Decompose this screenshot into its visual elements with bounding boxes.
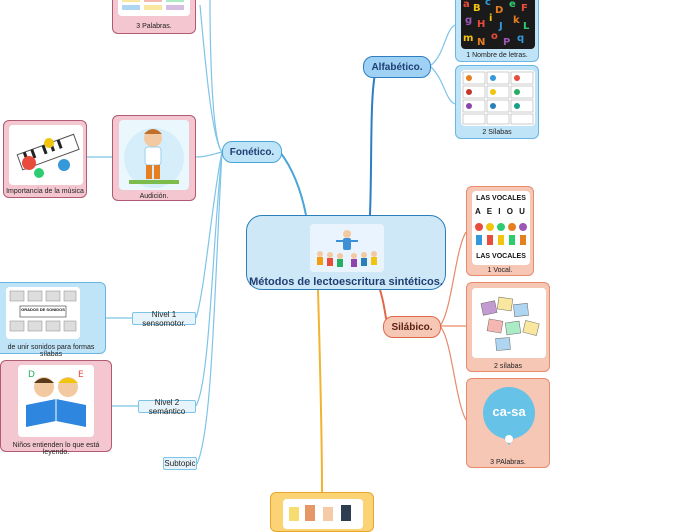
card-tres-palabras-caption: 3 Palabras.: [136, 23, 172, 30]
card-tres-palabras[interactable]: 3 Palabras.: [112, 0, 196, 34]
central-topic[interactable]: Métodos de lectoescritura sintéticos.: [246, 215, 446, 290]
link-fonetico-nivel2: [195, 151, 223, 407]
link-alfa-silabas: [429, 65, 456, 105]
card-tres-palabras-image: [118, 0, 190, 16]
svg-text:B: B: [473, 3, 481, 14]
topic-fonetico-label: Fonético.: [229, 146, 275, 158]
card-palabras-sil-caption: 3 PAlabras.: [490, 459, 526, 466]
subtopic-nivel1[interactable]: Nivel 1 sensomotor.: [132, 309, 196, 328]
svg-text:J: J: [498, 21, 503, 32]
svg-text:c: c: [485, 0, 491, 8]
svg-text:i: i: [489, 13, 492, 24]
svg-text:m: m: [463, 33, 473, 44]
subtopic-generic[interactable]: Subtopic: [163, 457, 197, 470]
link-alfa-letras: [429, 24, 456, 67]
card-silabas-alfa[interactable]: 2 Sílabas: [455, 65, 539, 139]
card-silabas-sil[interactable]: 2 sílabas: [466, 282, 550, 372]
las-vocales-bottom-label: LAS VOCALES: [476, 253, 526, 260]
card-silabas-sil-caption: 2 sílabas: [493, 363, 523, 370]
card-palabras-sil[interactable]: ca-sa 3 PAlabras.: [466, 378, 550, 468]
card-ninos-entienden[interactable]: D E Niños entienden lo que está leyendo.: [0, 360, 112, 456]
card-audicion-caption: Audición.: [139, 193, 169, 200]
link-sil-palabras: [439, 325, 467, 421]
svg-text:E: E: [78, 370, 84, 380]
svg-text:a: a: [463, 0, 470, 10]
card-silabas-alfa-caption: 2 Sílabas: [482, 129, 512, 136]
svg-text:N: N: [477, 37, 485, 48]
svg-text:g: g: [465, 15, 472, 26]
card-importancia-musica[interactable]: Importancia de la música: [3, 120, 87, 198]
central-title: Métodos de lectoescritura sintéticos.: [249, 276, 443, 288]
link-central-bottom: [317, 289, 323, 493]
card-unir-sonidos-caption: de unir sonidos para formas sílabas: [7, 344, 95, 358]
card-bottom-yellow-image: [283, 499, 363, 529]
subtopic-nivel2[interactable]: Nivel 2 semántico: [138, 397, 196, 416]
card-bottom-yellow[interactable]: [270, 492, 374, 532]
svg-text:F: F: [521, 3, 528, 14]
subtopic-nivel1-label: Nivel 1 sensomotor.: [142, 309, 186, 328]
svg-text:o: o: [491, 31, 498, 42]
svg-text:H: H: [477, 19, 485, 30]
topic-silabico-label: Silábico.: [391, 321, 433, 333]
card-unir-sonidos-image: GRADOS DE SONIDOS: [6, 287, 80, 339]
svg-text:k: k: [513, 15, 520, 26]
card-vocal-image: LAS VOCALES A E I O U LAS VOCALES: [472, 191, 530, 265]
card-musica-caption: Importancia de la música: [6, 188, 84, 195]
card-ninos-image: D E: [18, 365, 94, 437]
link-sil-vocal: [439, 231, 467, 327]
link-fonetico-tres-b: [209, 0, 223, 153]
card-letras-caption: 1 Nombre de letras.: [466, 52, 528, 59]
svg-text:P: P: [503, 37, 510, 48]
card-silabas-sil-image: [472, 288, 546, 358]
card-unir-sonidos[interactable]: GRADOS DE SONIDOS de unir sonidos para f…: [0, 282, 106, 358]
casa-bubble-icon: [483, 387, 535, 445]
svg-text:L: L: [523, 21, 530, 32]
link-central-alfabetico: [369, 73, 376, 216]
card-vocal-caption: 1 Vocal.: [487, 267, 513, 274]
casa-label: ca-sa: [492, 404, 526, 419]
connector-lines: [86, 0, 467, 493]
card-ninos-caption: Niños entienden lo que está leyendo.: [12, 442, 100, 456]
grados-label: GRADOS DE SONIDOS: [21, 307, 65, 312]
subtopic-nivel2-label: Nivel 2 semántico: [148, 397, 186, 416]
subtopic-generic-label: Subtopic: [164, 459, 196, 468]
card-silabas-alfa-image: [461, 70, 535, 126]
svg-text:D: D: [28, 370, 35, 380]
svg-text:D: D: [495, 5, 503, 16]
link-fonetico-subtopic: [196, 151, 223, 465]
card-audicion-image: [119, 120, 189, 190]
topic-silabico[interactable]: Silábico.: [383, 316, 441, 338]
svg-text:q: q: [517, 33, 524, 44]
topic-alfabetico-label: Alfabético.: [371, 61, 423, 73]
link-central-fonetico: [279, 151, 307, 216]
svg-text:e: e: [509, 0, 516, 10]
card-musica-image: [9, 125, 83, 185]
link-fonetico-audicion: [195, 151, 223, 158]
central-teacher-image: [310, 224, 384, 272]
link-fonetico-nivel1: [195, 151, 223, 319]
las-vocales-top-label: LAS VOCALES: [476, 195, 526, 202]
topic-fonetico[interactable]: Fonético.: [222, 141, 282, 163]
topic-alfabetico[interactable]: Alfabético.: [363, 56, 431, 78]
link-fonetico-tres: [199, 4, 223, 153]
card-audicion[interactable]: Audición.: [112, 115, 196, 201]
card-vocal[interactable]: LAS VOCALES A E I O U LAS VOCALES 1 Voca…: [466, 186, 534, 276]
vowels-label: A E I O U: [475, 207, 527, 216]
